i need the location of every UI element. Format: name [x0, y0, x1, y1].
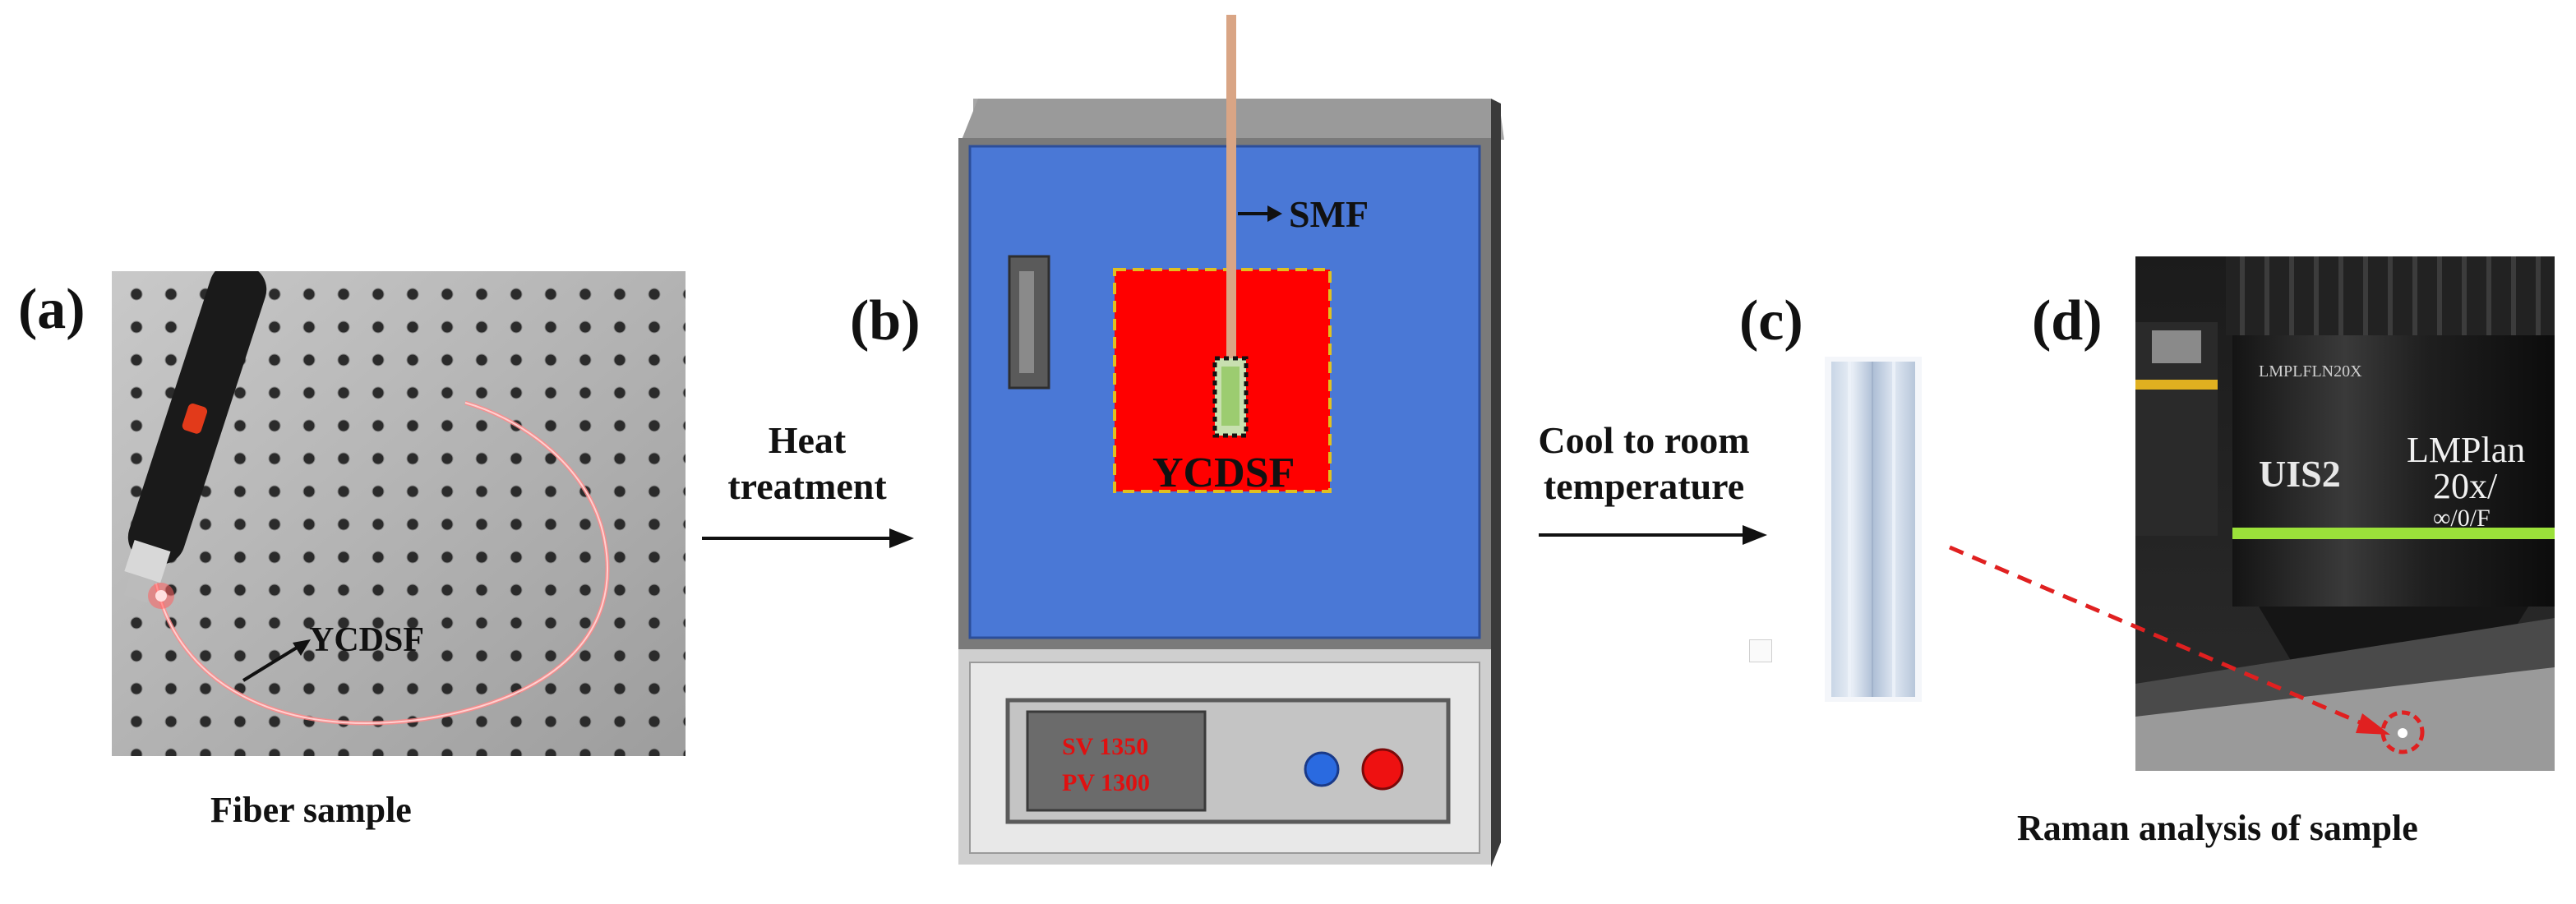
display-sv: SV 1350 — [1062, 733, 1148, 760]
cool-label: Cool to room temperature — [1512, 417, 1775, 510]
cool-line-1: Cool to room — [1538, 419, 1750, 461]
raman-microscope-photo: LMPLFLN20X UIS2 LMPlan 20x/ ∞/0/F — [2135, 256, 2555, 771]
fiber-sample-caption: Fiber sample — [210, 790, 412, 830]
lens-text-1: LMPlan — [2407, 430, 2525, 470]
heat-treatment-label: Heat treatment — [700, 417, 914, 510]
display-pv: PV 1300 — [1062, 769, 1150, 796]
panel-c-label: (c) — [1739, 289, 1803, 353]
treated-fiber-photo — [1825, 357, 1922, 702]
tube-furnace-diagram: SMF YCDSF SV 1350 PV 1300 — [958, 15, 1504, 867]
fiber-sample-photo: YCDSF — [112, 271, 686, 756]
lens-text-3: ∞/0/F — [2433, 505, 2491, 532]
panel-d-label: (d) — [2032, 289, 2103, 353]
ycdsf-label-a: YCDSF — [309, 621, 424, 659]
lens-top-text: LMPLFLN20X — [2259, 362, 2362, 381]
lens-text-2: 20x/ — [2433, 466, 2498, 506]
heat-treatment-line-1: Heat — [768, 419, 847, 461]
cool-line-2: temperature — [1543, 465, 1745, 508]
lens-brand: UIS2 — [2259, 453, 2341, 495]
small-marker-square — [1749, 639, 1772, 662]
arrow-to-sample — [1539, 525, 1767, 545]
raman-analysis-caption: Raman analysis of sample — [2017, 808, 2418, 848]
ycdsf-label-b: YCDSF — [1152, 450, 1295, 496]
arrow-to-furnace — [702, 528, 914, 548]
furnace-red-button — [1361, 748, 1404, 791]
furnace-blue-button — [1304, 751, 1340, 787]
heat-treatment-line-2: treatment — [727, 465, 887, 508]
panel-b-label: (b) — [850, 289, 921, 353]
raman-pointer-arrow — [1949, 545, 2390, 735]
smf-label: SMF — [1289, 193, 1369, 235]
panel-a-label: (a) — [18, 278, 85, 341]
